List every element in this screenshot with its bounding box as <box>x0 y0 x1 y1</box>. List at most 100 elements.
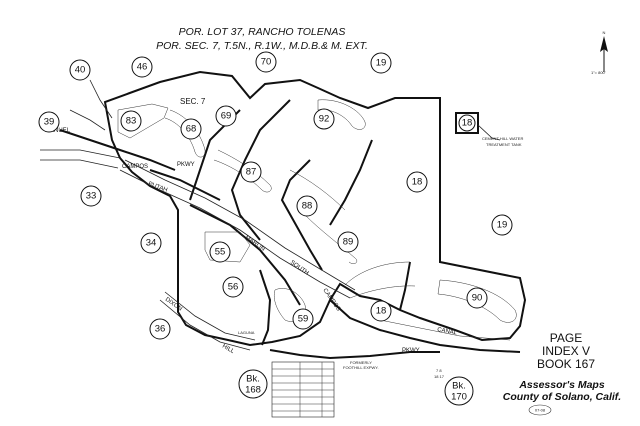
dixon-road <box>159 299 251 351</box>
adjacent-page-34: 34 <box>140 232 162 254</box>
road-label-hill: HILL <box>221 344 236 356</box>
parcel-page-59: 59 <box>292 308 314 330</box>
revision-table <box>271 361 335 418</box>
header-line-1: POR. LOT 37, RANCHO TOLENAS <box>179 26 346 38</box>
page-divider-h <box>59 129 176 171</box>
credit-line-2: County of Solano, Calif. <box>503 391 621 403</box>
putah-road-edge <box>124 159 356 291</box>
former-label-2: FOOTHILL EXPWY. <box>343 365 379 370</box>
parcel-page-18-lower: 18 <box>370 300 392 322</box>
svg-text:07-08: 07-08 <box>535 408 546 413</box>
svg-text:18: 18 <box>412 177 423 188</box>
page-divider-c <box>280 159 323 271</box>
inset-caption-2: TREATMENT TANK <box>486 142 522 147</box>
svg-text:Bk.: Bk. <box>452 381 466 392</box>
parcel-page-92: 92 <box>313 108 335 130</box>
svg-text:33: 33 <box>86 191 97 202</box>
parcel-page-90: 90 <box>466 287 488 309</box>
section-label: SEC. 7 <box>180 97 206 106</box>
parcel-page-69: 69 <box>215 105 237 127</box>
manuel-road <box>40 149 121 159</box>
adjacent-page-40: 40 <box>69 59 91 81</box>
parcel-page-87: 87 <box>240 161 262 183</box>
north-label: N <box>603 30 606 35</box>
svg-text:90: 90 <box>472 293 483 304</box>
svg-text:34: 34 <box>146 238 157 249</box>
parcel-page-55: 55 <box>209 241 231 263</box>
corner-label-1: 7 8 <box>436 368 442 373</box>
parcel-page-88: 88 <box>296 195 318 217</box>
svg-text:39: 39 <box>44 117 55 128</box>
road-label-putah: PUTAH <box>147 181 168 193</box>
road-label-pkwy-2: PKWY <box>402 348 420 354</box>
svg-text:89: 89 <box>343 237 354 248</box>
pkwy-corridor <box>269 349 440 360</box>
svg-text:92: 92 <box>319 114 330 125</box>
road-label-canal: CANAL <box>437 327 458 336</box>
road-label-south: SOUTH <box>289 260 310 277</box>
court-loop-92 <box>317 99 366 130</box>
page-divider-i <box>149 169 221 201</box>
parcel-18-curve <box>344 261 411 286</box>
parcel-18-curve-2 <box>349 285 416 299</box>
svg-text:56: 56 <box>228 282 239 293</box>
page-divider-d <box>329 139 373 226</box>
court-loop-89 <box>304 214 358 264</box>
svg-text:19: 19 <box>497 220 508 231</box>
inset-leader <box>477 124 501 141</box>
svg-text:170: 170 <box>451 392 467 403</box>
svg-text:Bk.: Bk. <box>246 374 260 385</box>
adjacent-page-33: 33 <box>80 185 102 207</box>
north-arrow-icon: N <box>600 30 608 72</box>
svg-text:87: 87 <box>246 167 257 178</box>
credit-line-1: Assessor's Maps <box>518 379 605 391</box>
svg-text:68: 68 <box>186 124 197 135</box>
court-loop-55 <box>204 231 251 263</box>
page-divider-f <box>259 269 272 346</box>
putah-road <box>119 169 351 299</box>
court-loop-83 <box>117 103 169 139</box>
court-loop-88 <box>289 169 346 211</box>
road-label-manuel: MANUEL <box>45 128 71 134</box>
road-label-campos: CAMPOS <box>122 164 148 170</box>
svg-text:55: 55 <box>215 247 226 258</box>
date-stamp: 07-08 <box>528 404 552 416</box>
adjacent-page-19-top: 19 <box>370 52 392 74</box>
svg-text:83: 83 <box>126 116 137 127</box>
road-label-laguna: LAGUNA <box>238 330 255 335</box>
canal-edge <box>379 319 511 341</box>
page-box-line-1: PAGE <box>550 331 582 345</box>
parcel-page-18-right: 18 <box>406 171 428 193</box>
corner-label-2: 18 17 <box>434 374 445 379</box>
parcel-page-89: 89 <box>337 231 359 253</box>
svg-text:70: 70 <box>261 57 272 68</box>
svg-text:168: 168 <box>245 385 261 396</box>
adjacent-page-39: 39 <box>38 111 60 133</box>
inset-box <box>455 112 479 134</box>
svg-text:40: 40 <box>75 65 86 76</box>
svg-text:36: 36 <box>155 324 166 335</box>
svg-text:59: 59 <box>298 314 309 325</box>
svg-text:18: 18 <box>376 306 387 317</box>
page-divider-g <box>399 261 411 311</box>
adjacent-page-36: 36 <box>149 318 171 340</box>
svg-text:69: 69 <box>221 111 232 122</box>
former-label-1: FORMERLY <box>350 360 372 365</box>
header-line-2: POR. SEC. 7, T.5N., R.1W., M.D.B.& M. EX… <box>156 40 368 52</box>
book-ref-170: Bk. 170 <box>444 376 474 406</box>
page-box-line-3: BOOK 167 <box>537 357 595 371</box>
book-ref-168: Bk. 168 <box>238 369 268 399</box>
svg-text:19: 19 <box>376 58 387 69</box>
svg-text:88: 88 <box>302 201 313 212</box>
inset-caption-1: CEMENT HILL WATER <box>482 136 523 141</box>
parcel-page-83: 83 <box>120 110 142 132</box>
scale-label: 1"= 800' <box>591 70 606 75</box>
parcel-page-56: 56 <box>222 276 244 298</box>
svg-text:18: 18 <box>462 118 473 129</box>
parcel-page-68: 68 <box>180 118 202 140</box>
page-divider-e <box>189 204 301 306</box>
adjacent-page-46: 46 <box>131 56 153 78</box>
canal-corridor <box>329 299 521 353</box>
svg-text:46: 46 <box>137 62 148 73</box>
